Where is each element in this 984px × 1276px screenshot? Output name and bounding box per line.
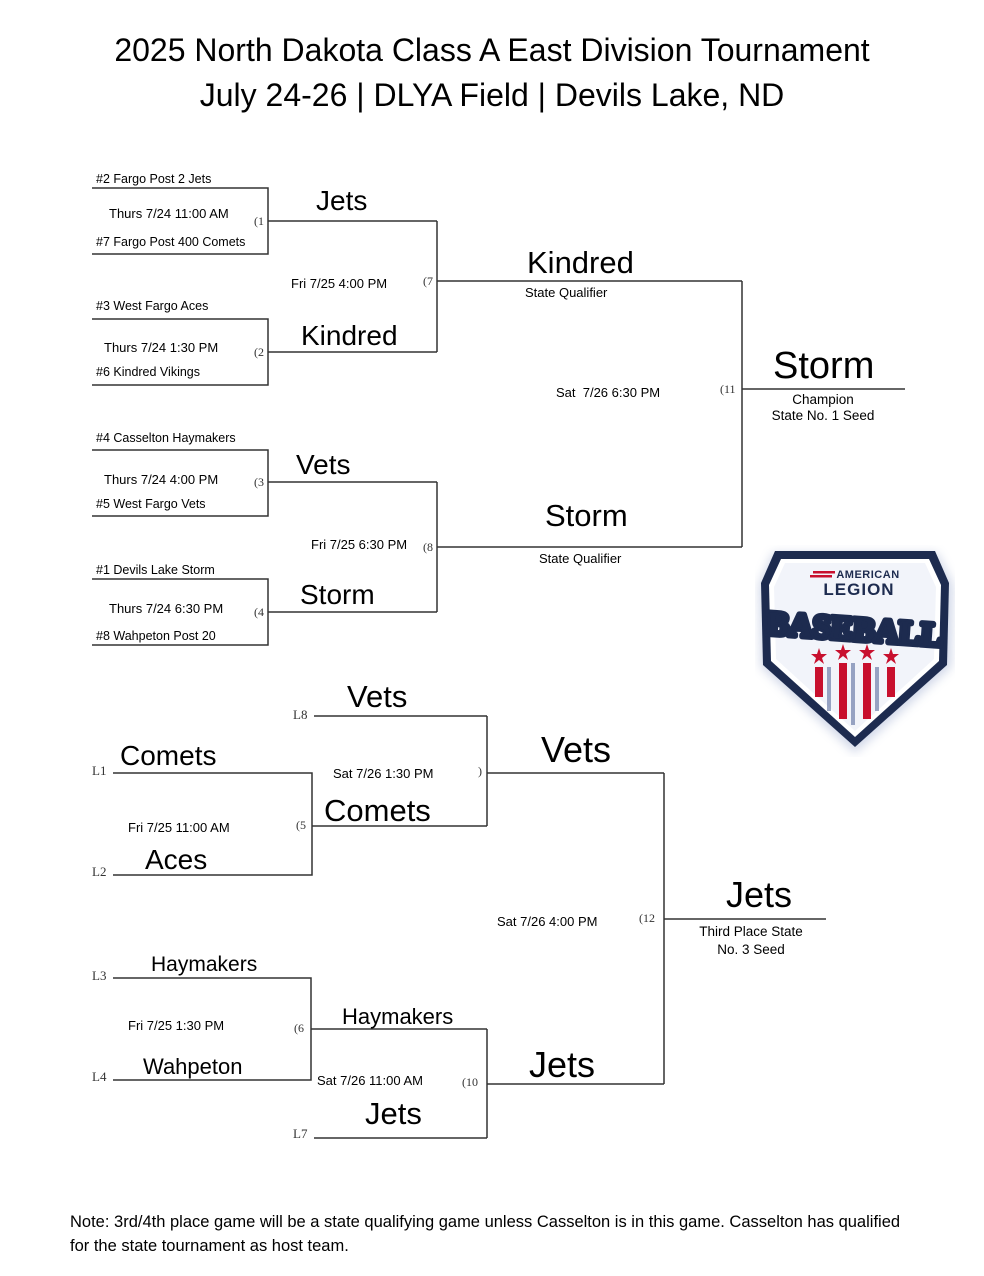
game-5-winner: Comets <box>324 793 431 828</box>
logo-legion-text: LEGION <box>823 580 894 599</box>
game-5-time: Fri 7/25 11:00 AM <box>128 820 230 835</box>
game-3-winner: Vets <box>296 449 351 480</box>
footnote: Note: 3rd/4th place game will be a state… <box>70 1213 901 1255</box>
game-8-time: Fri 7/25 6:30 PM <box>311 537 408 552</box>
game-11-number: (11 <box>720 382 736 396</box>
bracket-game-3 <box>92 449 269 517</box>
logo-stars-icon <box>811 644 899 664</box>
game-6-time: Fri 7/25 1:30 PM <box>128 1018 225 1033</box>
logo-american-text: AMERICAN <box>836 569 899 581</box>
game-2-number: (2 <box>254 345 264 359</box>
game-10-l7-team: Jets <box>365 1096 422 1131</box>
game-10-time: Sat 7/26 11:00 AM <box>317 1073 423 1088</box>
logo-stripes-icon <box>815 663 895 725</box>
game-1-winner: Jets <box>316 185 368 216</box>
game-6-l4-label: L4 <box>92 1069 107 1084</box>
game-5-l1-label: L1 <box>92 763 107 778</box>
champion-note-line-2: State No. 1 Seed <box>771 408 875 423</box>
game-6-l4-team: Wahpeton <box>143 1054 243 1079</box>
game-9-winner: Vets <box>541 729 612 770</box>
game-4-bottom-seed: #8 Wahpeton Post 20 <box>96 629 216 643</box>
game-12-time: Sat 7/26 4:00 PM <box>497 914 598 929</box>
game-6-number: (6 <box>294 1021 304 1035</box>
champion-note-line-1: Champion <box>792 392 854 407</box>
game-3-top-seed: #4 Casselton Haymakers <box>96 431 236 445</box>
game-5-number: (5 <box>296 818 306 832</box>
third-place-label: Third Place State No. 3 Seed <box>686 923 816 959</box>
champion-label: Champion State No. 1 Seed <box>760 391 886 425</box>
american-legion-baseball-logo: AMERICAN LEGION BASEBALL BASEBALL <box>755 545 955 762</box>
game-8-number: (8 <box>423 540 433 554</box>
game-7-time: Fri 7/25 4:00 PM <box>291 276 388 291</box>
game-6-winner: Haymakers <box>342 1004 454 1029</box>
game-8-winner: Storm <box>545 498 628 533</box>
game-4-winner: Storm <box>300 579 375 610</box>
game-6-l3-team: Haymakers <box>151 953 258 976</box>
game-3-bottom-seed: #5 West Fargo Vets <box>96 497 206 511</box>
third-place-team: Jets <box>726 874 793 915</box>
champion-team: Storm <box>773 345 875 387</box>
game-1-top-seed: #2 Fargo Post 2 Jets <box>96 172 212 186</box>
game-9-time: Sat 7/26 1:30 PM <box>333 766 434 781</box>
game-6-l3-label: L3 <box>92 968 107 983</box>
game-8-note: State Qualifier <box>539 551 622 566</box>
game-4-top-seed: #1 Devils Lake Storm <box>96 563 215 577</box>
game-1-number: (1 <box>254 214 264 228</box>
game-5-l2-team: Aces <box>145 844 208 875</box>
game-7-number: (7 <box>423 274 433 288</box>
game-10-l7-label: L7 <box>293 1126 308 1141</box>
game-11-time: Sat 7/26 6:30 PM <box>556 385 661 400</box>
game-9-l8-label: L8 <box>293 707 308 722</box>
title-line-2: July 24-26 | DLYA Field | Devils Lake, N… <box>199 77 785 113</box>
game-2-winner: Kindred <box>301 320 398 351</box>
game-4-number: (4 <box>254 605 264 619</box>
bracket-game-5 <box>113 772 313 876</box>
game-9-l8-team: Vets <box>347 679 408 714</box>
game-2-top-seed: #3 West Fargo Aces <box>96 299 209 313</box>
game-2-bottom-seed: #6 Kindred Vikings <box>96 365 201 379</box>
game-7-note: State Qualifier <box>525 285 608 300</box>
game-12-number: (12 <box>639 911 655 925</box>
game-10-winner: Jets <box>529 1044 596 1085</box>
game-3-time: Thurs 7/24 4:00 PM <box>104 472 219 487</box>
game-2-time: Thurs 7/24 1:30 PM <box>104 340 219 355</box>
game-5-l2-label: L2 <box>92 864 107 879</box>
game-1-bottom-seed: #7 Fargo Post 400 Comets <box>96 235 246 249</box>
game-5-l1-team: Comets <box>120 740 217 771</box>
game-10-number: (10 <box>462 1075 478 1089</box>
game-7-winner: Kindred <box>527 245 634 280</box>
title-line-1: 2025 North Dakota Class A East Division … <box>114 32 870 68</box>
game-4-time: Thurs 7/24 6:30 PM <box>109 601 224 616</box>
game-3-number: (3 <box>254 475 264 489</box>
game-9-number: ) <box>478 764 482 778</box>
third-place-note-line-1: Third Place State <box>699 924 803 939</box>
third-place-note-line-2: No. 3 Seed <box>717 942 785 957</box>
game-1-time: Thurs 7/24 11:00 AM <box>109 206 229 221</box>
